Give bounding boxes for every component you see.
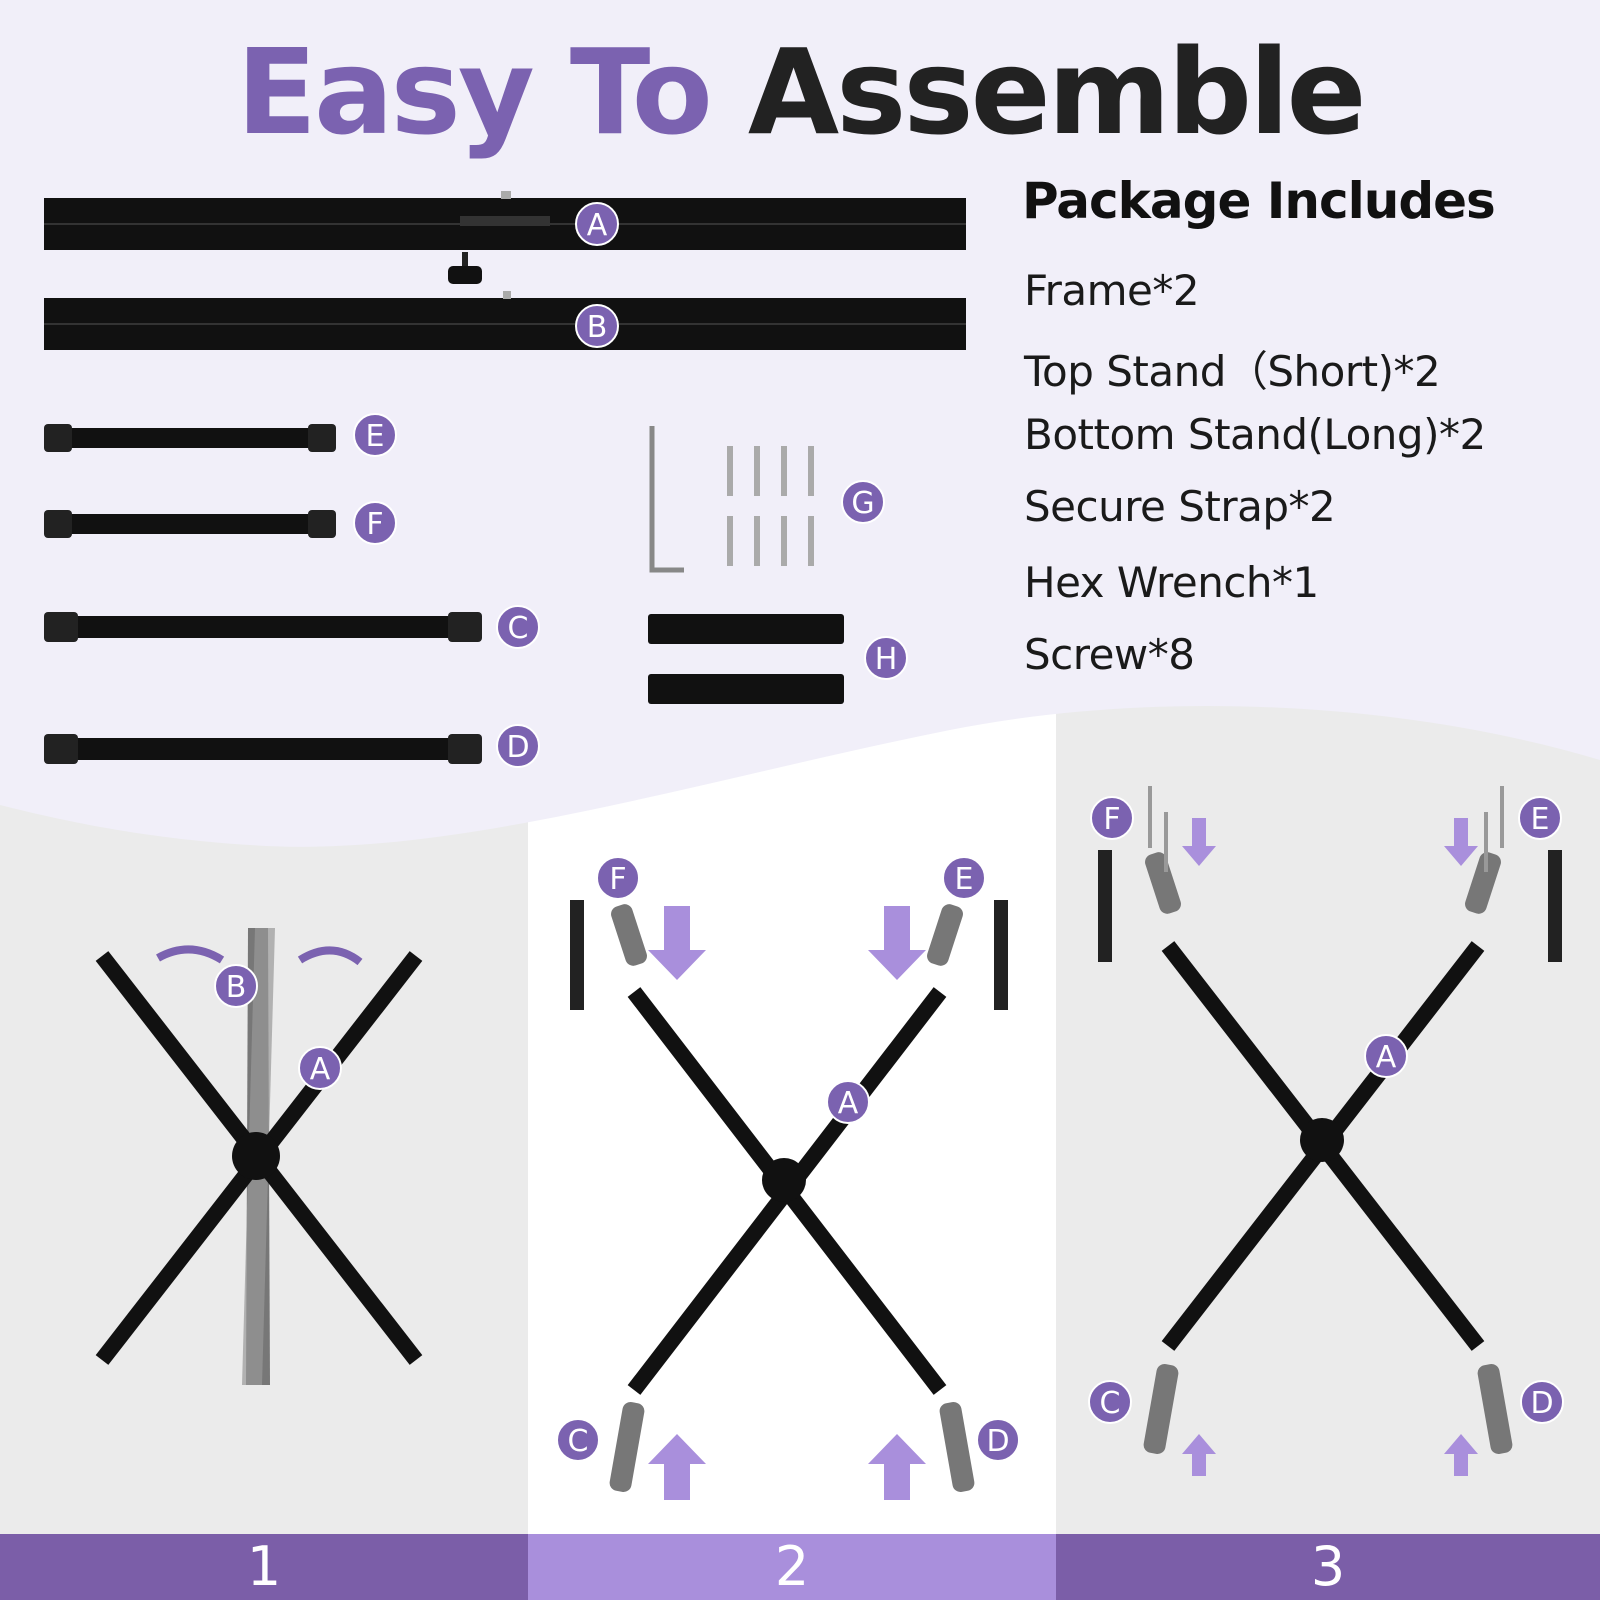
stand-e-image: [44, 424, 336, 452]
badge-d-step3: D: [1520, 1380, 1564, 1424]
screws-image: [727, 446, 814, 566]
package-includes-heading: Package Includes: [1022, 172, 1496, 230]
hex-wrench-image: [649, 426, 684, 573]
page-title: Easy To Assemble: [0, 22, 1600, 162]
badge-c-top: C: [496, 605, 540, 649]
badge-g-top: G: [841, 480, 885, 524]
stand-f-image: [44, 510, 336, 538]
straps-image: [648, 614, 844, 704]
badge-d-step2: D: [976, 1418, 1020, 1462]
stand-d-image: [44, 734, 482, 764]
badge-a-top: A: [575, 202, 619, 246]
badge-a-step1: A: [298, 1046, 342, 1090]
title-part-2: Assemble: [747, 23, 1367, 161]
step-label-1: 1: [0, 1534, 528, 1600]
badge-f-step2: F: [596, 856, 640, 900]
frame-b-image: [44, 291, 966, 350]
step-label-3: 3: [1056, 1534, 1600, 1600]
badge-b-top: B: [575, 304, 619, 348]
title-part-1: Easy To: [236, 23, 712, 161]
step-label-2: 2: [528, 1534, 1056, 1600]
package-item: Frame*2: [1024, 266, 1200, 315]
badge-f-top: F: [353, 501, 397, 545]
package-item: Secure Strap*2: [1024, 482, 1336, 531]
step-1-diagram: [95, 928, 423, 1385]
step-2-diagram: [570, 900, 1008, 1500]
stand-c-image: [44, 612, 482, 642]
badge-e-step3: E: [1518, 796, 1562, 840]
package-item: Screw*8: [1024, 630, 1195, 679]
package-item: Top Stand（Short)*2: [1024, 347, 1441, 396]
package-item: Hex Wrench*1: [1024, 558, 1319, 607]
badge-d-top: D: [496, 724, 540, 768]
badge-h-top: H: [864, 636, 908, 680]
badge-f-step3: F: [1090, 796, 1134, 840]
badge-e-top: E: [353, 413, 397, 457]
badge-e-step2: E: [942, 856, 986, 900]
badge-a-step3: A: [1364, 1034, 1408, 1078]
badge-c-step3: C: [1088, 1380, 1132, 1424]
badge-b-step1: B: [214, 964, 258, 1008]
badge-a-step2: A: [826, 1080, 870, 1124]
package-item: Bottom Stand(Long)*2: [1024, 410, 1486, 459]
frame-a-image: [44, 191, 966, 284]
step-3-diagram: [1098, 786, 1562, 1476]
badge-c-step2: C: [556, 1418, 600, 1462]
